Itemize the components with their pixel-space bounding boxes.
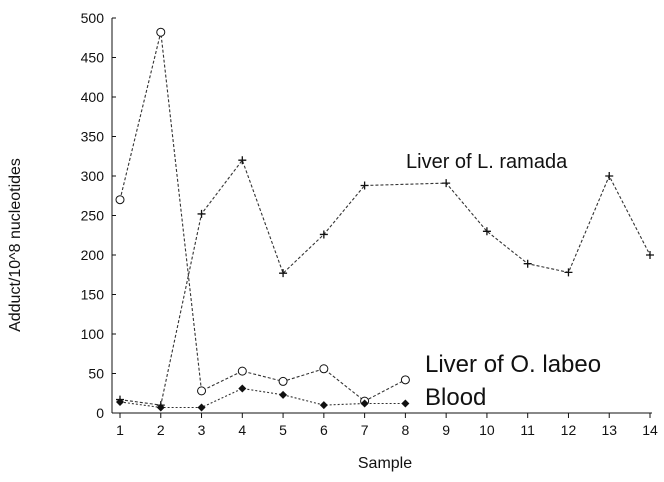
y-tick-label: 50 — [88, 366, 104, 382]
x-tick-label: 13 — [601, 422, 617, 438]
x-tick-label: 12 — [561, 422, 577, 438]
data-point — [279, 269, 288, 278]
y-tick-label: 150 — [81, 287, 105, 303]
data-point — [319, 364, 329, 374]
data-point — [646, 251, 654, 259]
y-tick-label: 350 — [81, 129, 105, 145]
series-liver-of-l-ramada — [116, 156, 654, 410]
data-point — [237, 366, 247, 376]
data-point — [360, 399, 369, 408]
data-point — [564, 268, 573, 277]
series-line — [119, 387, 406, 409]
x-axis-title: Sample — [358, 455, 412, 472]
data-point — [238, 156, 247, 165]
data-point — [156, 403, 165, 412]
data-point — [238, 384, 247, 393]
data-point — [197, 386, 207, 396]
data-point — [442, 179, 451, 188]
series-line — [119, 32, 406, 402]
y-tick-label: 250 — [81, 208, 105, 224]
series-layer — [115, 27, 654, 412]
x-tick-label: 3 — [198, 422, 206, 438]
data-point — [197, 403, 206, 412]
data-point — [360, 181, 369, 190]
data-point — [197, 209, 206, 218]
x-tick-label: 11 — [520, 422, 535, 438]
data-point — [401, 399, 410, 408]
y-tick-label: 0 — [96, 405, 104, 421]
y-tick-label: 450 — [81, 50, 105, 66]
x-tick-label: 2 — [157, 422, 165, 438]
series-label-liver-o-labeo: Liver of O. labeo — [425, 351, 601, 378]
y-tick-label: 200 — [81, 247, 105, 263]
data-point — [156, 27, 166, 37]
data-point — [115, 195, 125, 205]
series-liver-of-o-labeo — [115, 27, 410, 406]
x-tick-label: 5 — [279, 422, 287, 438]
x-tick-label: 7 — [361, 422, 369, 438]
data-point — [116, 397, 124, 406]
series-label-liver-l-ramada: Liver of L. ramada — [406, 151, 568, 173]
x-tick-label: 8 — [401, 422, 409, 438]
y-axis-ticks: 0 50 100 150 200 250 300 350 400 450 500 — [81, 10, 116, 421]
data-point — [400, 375, 410, 385]
data-point — [482, 227, 491, 236]
data-point — [319, 401, 328, 410]
data-point — [605, 172, 614, 180]
series-label-blood: Blood — [425, 384, 486, 411]
data-point — [523, 259, 532, 268]
x-tick-label: 9 — [442, 422, 450, 438]
x-tick-label: 14 — [642, 422, 658, 438]
data-point — [278, 376, 288, 386]
x-tick-label: 4 — [238, 422, 246, 438]
x-tick-label: 6 — [320, 422, 328, 438]
y-tick-label: 400 — [81, 89, 105, 105]
data-point — [279, 390, 288, 399]
x-tick-label: 10 — [479, 422, 495, 438]
data-point — [319, 230, 328, 239]
y-tick-label: 300 — [81, 168, 105, 184]
series-blood — [116, 384, 410, 412]
y-tick-label: 500 — [81, 10, 105, 26]
y-tick-label: 100 — [81, 326, 105, 342]
x-tick-label: 1 — [116, 422, 124, 438]
y-axis-title: Adduct/10^8 nucleotides — [7, 158, 24, 332]
